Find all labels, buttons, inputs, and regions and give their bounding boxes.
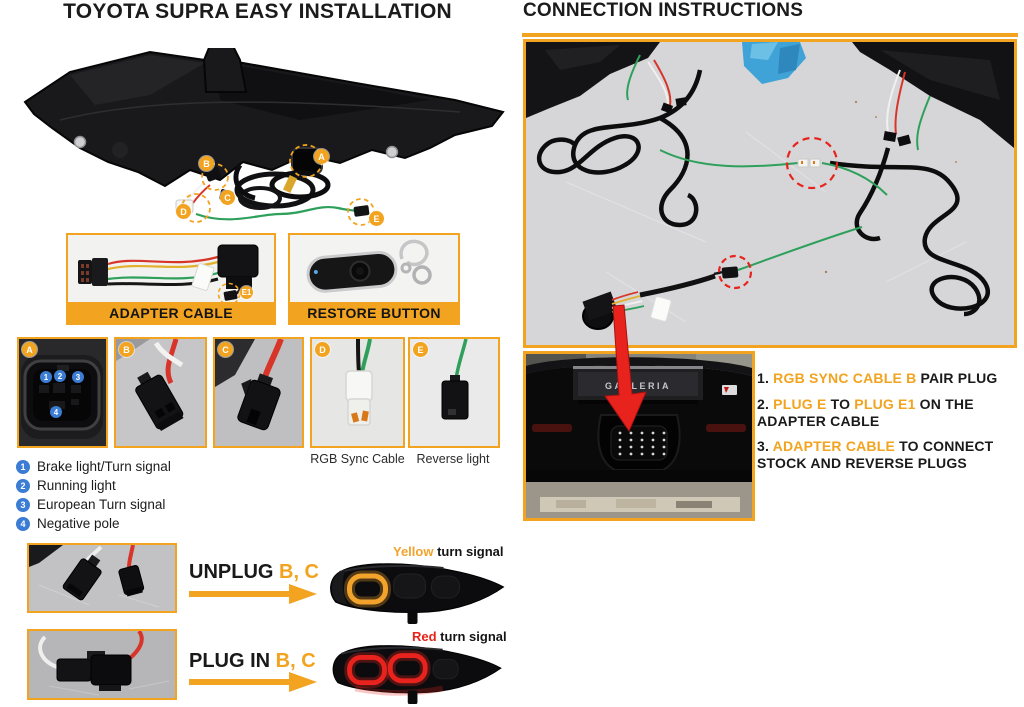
adapter-cable-photo — [68, 235, 274, 302]
yellow-result-label: Yellow turn signal — [393, 544, 504, 559]
step-2: 2. PLUG E TO PLUG E1 ON THE ADAPTER CABL… — [757, 395, 974, 429]
connector-card-e: E — [408, 337, 500, 448]
callout-a-badge: A — [314, 149, 329, 164]
connector-e-photo — [410, 339, 498, 446]
plug-in-verb: PLUG IN — [189, 650, 276, 672]
connection-steps: 1. RGB SYNC CABLE B PAIR PLUG 2. PLUG E … — [757, 370, 1009, 481]
unplug-arrow — [189, 584, 317, 604]
pinout-item-3: 3 European Turn signal — [16, 497, 165, 512]
wiring-harness-photo — [523, 39, 1017, 348]
pinout-item-4: 4 Negative pole — [16, 516, 120, 531]
taillight-back-photo — [23, 48, 505, 226]
right-title: CONNECTION INSTRUCTIONS — [523, 0, 804, 21]
pin-3-label: European Turn signal — [37, 497, 166, 512]
pin-1-label: Brake light/Turn signal — [37, 459, 171, 474]
red-turn-signal-light — [332, 645, 502, 705]
pinout-item-1: 1 Brake light/Turn signal — [16, 459, 171, 474]
license-plate-text: GALLERIA — [605, 381, 671, 391]
card-b-badge: B — [119, 342, 134, 357]
restore-button-photo — [290, 235, 458, 302]
pin-dot-4: 4 — [50, 406, 62, 418]
callout-d-badge: D — [176, 204, 191, 219]
restore-button-label: RESTORE BUTTON — [290, 302, 458, 323]
rgb-sync-cable-caption: RGB Sync Cable — [310, 452, 405, 466]
adapter-cable-box: E1 ADAPTER CABLE — [66, 233, 276, 325]
red-arrow — [604, 304, 647, 433]
unplug-instruction: UNPLUG B, C — [189, 561, 319, 584]
connector-card-d: D — [310, 337, 405, 448]
pin-4-label: Negative pole — [37, 516, 120, 531]
callout-b-badge: B — [199, 156, 214, 171]
adapter-cable-label: ADAPTER CABLE — [68, 302, 274, 323]
unplugged-connectors-photo — [27, 543, 177, 613]
pinout-item-2: 2 Running light — [16, 478, 116, 493]
connector-card-b: B — [114, 337, 207, 448]
pin-2-label: Running light — [37, 478, 116, 493]
plug-in-instruction: PLUG IN B, C — [189, 650, 316, 673]
step-3: 3. ADAPTER CABLE TO CONNECT STOCK AND RE… — [757, 438, 994, 472]
connector-c-photo — [215, 339, 302, 446]
plugged-connectors-photo — [27, 629, 177, 700]
yellow-word: Yellow — [393, 544, 434, 559]
plug-in-targets: B, C — [275, 650, 316, 672]
plug-in-arrow — [189, 672, 317, 692]
connector-card-c: C — [213, 337, 304, 448]
step-1: 1. RGB SYNC CABLE B PAIR PLUG — [757, 370, 998, 386]
restore-button-box: RESTORE BUTTON — [288, 233, 460, 325]
connector-b-photo — [116, 339, 205, 446]
pin-3-badge: 3 — [16, 497, 30, 512]
pin-1-badge: 1 — [16, 459, 30, 474]
pin-dot-3: 3 — [72, 371, 84, 383]
pin-dot-1: 1 — [40, 371, 52, 383]
yellow-turn-signal-light — [330, 563, 505, 624]
title-underline — [522, 33, 1018, 37]
car-rear-photo — [523, 351, 755, 521]
callout-c-badge: C — [220, 190, 235, 205]
reverse-light-caption: Reverse light — [416, 452, 490, 466]
card-a-badge: A — [22, 342, 37, 357]
unplug-verb: UNPLUG — [189, 561, 279, 583]
connector-d-photo — [312, 339, 403, 446]
unplug-targets: B, C — [279, 561, 319, 583]
pin-4-badge: 4 — [16, 516, 30, 531]
red-word: Red — [412, 629, 437, 644]
card-e-badge: E — [413, 342, 428, 357]
callout-e1-badge: E1 — [240, 286, 253, 299]
left-title: TOYOTA SUPRA EASY INSTALLATION — [63, 0, 452, 23]
red-result-label: Red turn signal — [412, 629, 507, 644]
pin-dot-2: 2 — [54, 370, 66, 382]
card-d-badge: D — [315, 342, 330, 357]
card-c-badge: C — [218, 342, 233, 357]
callout-e-badge: E — [369, 211, 384, 226]
connector-card-a: 1 2 3 4 A — [17, 337, 108, 448]
pin-2-badge: 2 — [16, 478, 30, 493]
